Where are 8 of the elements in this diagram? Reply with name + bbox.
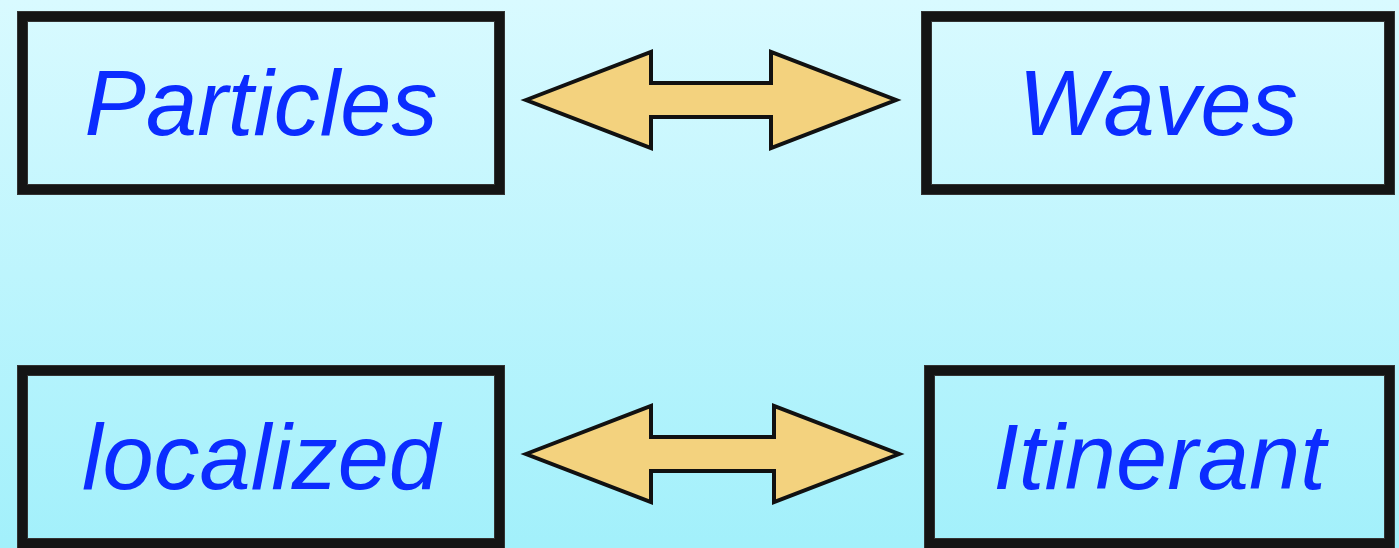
term-box (925, 366, 1394, 548)
term-label: Particles (84, 57, 438, 149)
double-arrow (520, 403, 905, 505)
term-box (18, 12, 504, 194)
term-box (922, 12, 1394, 194)
term-label: Waves (1018, 57, 1298, 149)
double-arrow (520, 49, 902, 151)
term-box (18, 366, 504, 548)
